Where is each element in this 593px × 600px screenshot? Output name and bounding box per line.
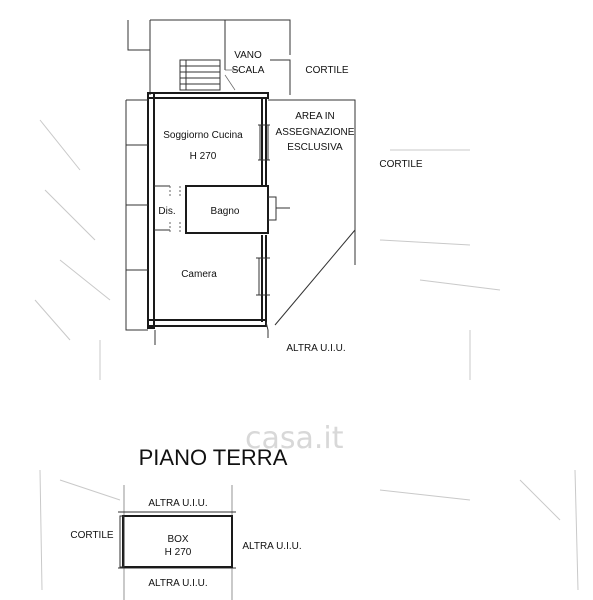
box-drawing (118, 485, 236, 600)
cortile-top-label: CORTILE (305, 65, 348, 76)
box-altra-uiu-top-label: ALTRA U.I.U. (148, 498, 207, 509)
box-cortile-label: CORTILE (70, 530, 113, 541)
soggiorno-cucina-label: Soggiorno Cucina (163, 130, 243, 141)
camera-label: Camera (181, 269, 217, 280)
box-height-label: H 270 (165, 547, 192, 558)
scala-label: SCALA (232, 65, 265, 76)
plan-title: PIANO TERRA (139, 445, 288, 470)
altra-uiu-mid-label: ALTRA U.I.U. (286, 343, 345, 354)
box-altra-uiu-bottom-label: ALTRA U.I.U. (148, 578, 207, 589)
disimpegno-label: Dis. (158, 206, 175, 217)
area-label-line3: ESCLUSIVA (287, 142, 343, 153)
windows (256, 124, 290, 338)
stairs-icon (179, 59, 221, 91)
soggiorno-height-label: H 270 (190, 151, 217, 162)
watermark: casa.it (245, 421, 344, 456)
area-label-line1: AREA IN (295, 111, 334, 122)
apartment-walls (147, 92, 269, 329)
stair-block (127, 19, 291, 95)
box-altra-uiu-right-label: ALTRA U.I.U. (242, 541, 301, 552)
exclusive-area-outline (268, 99, 356, 326)
area-label-line2: ASSEGNAZIONE (276, 127, 355, 138)
left-wall-ticks (125, 99, 156, 345)
box-label: BOX (167, 534, 188, 545)
faint-background-marks (34, 119, 579, 591)
vano-label: VANO (234, 50, 262, 61)
bagno-label: Bagno (211, 206, 240, 217)
cortile-right-label: CORTILE (379, 159, 422, 170)
